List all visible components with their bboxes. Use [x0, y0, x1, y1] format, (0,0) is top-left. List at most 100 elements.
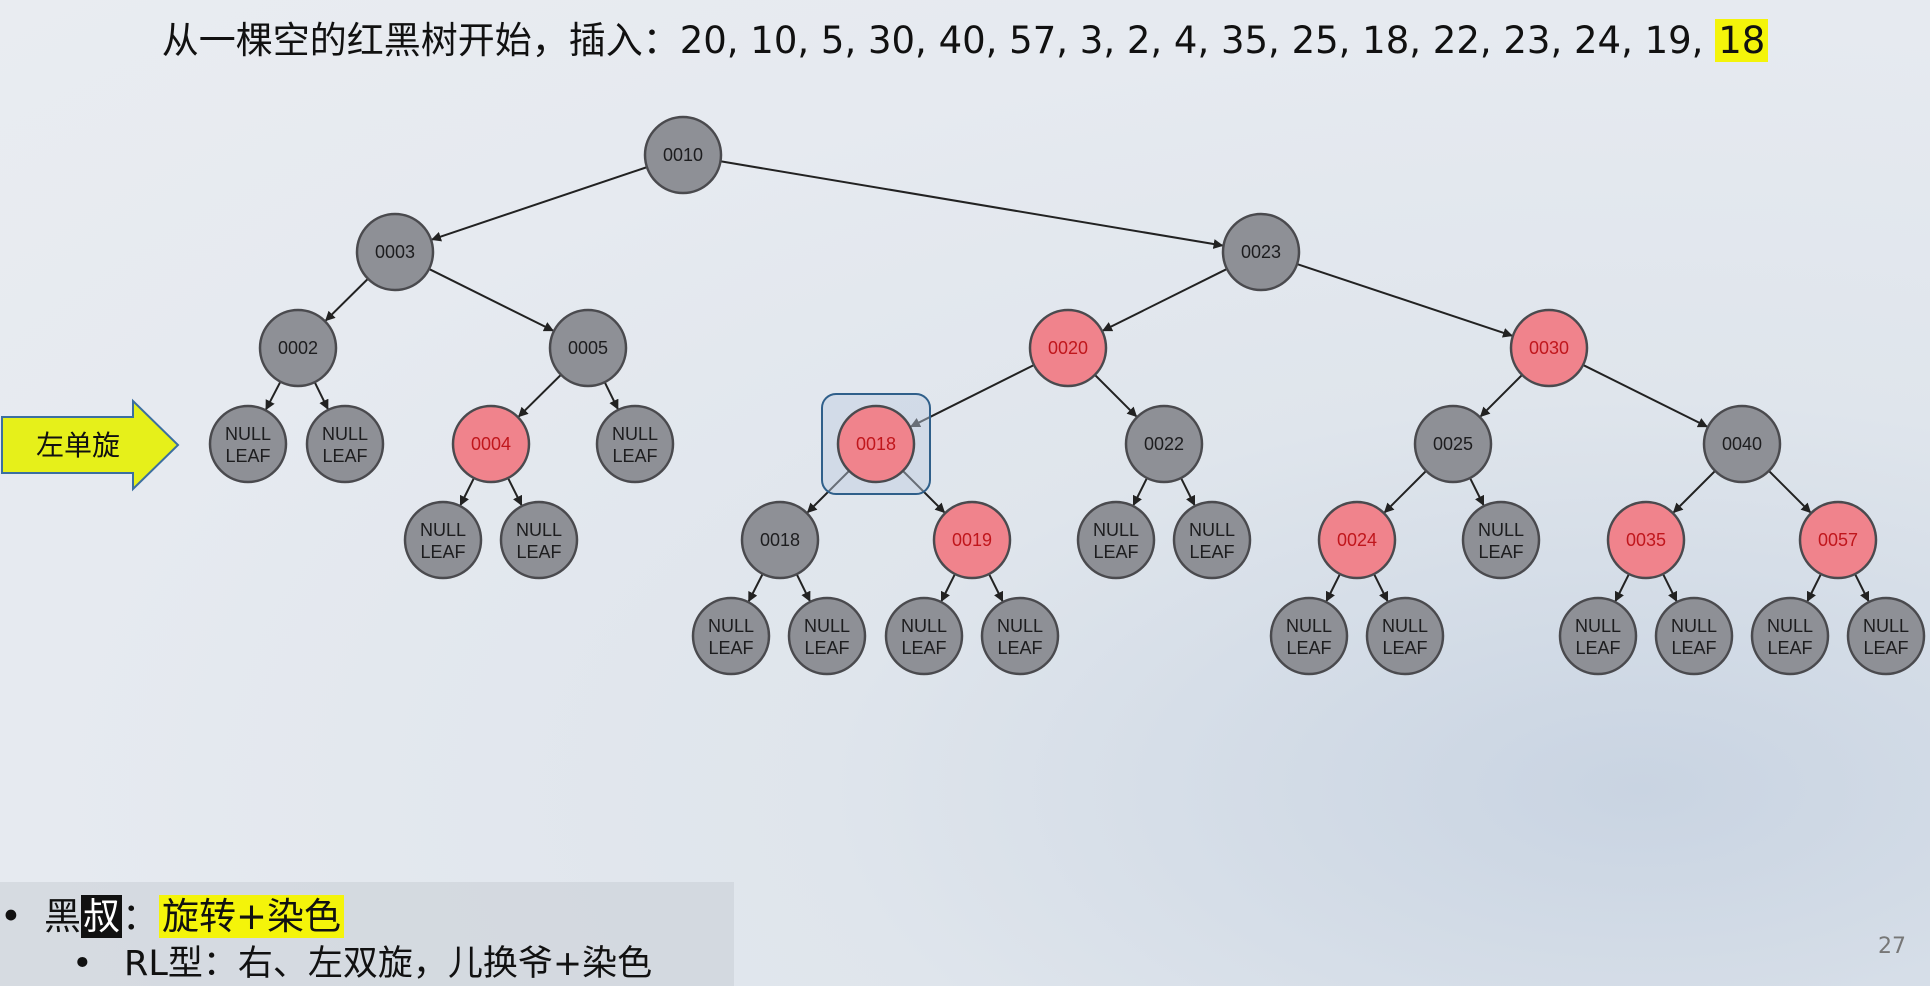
node-label: 0040 — [1722, 434, 1762, 454]
node-circle — [1702, 404, 1782, 484]
tree-node: 0057 — [1798, 500, 1878, 580]
node-label: 0010 — [663, 145, 703, 165]
leaf-circle — [1365, 596, 1445, 676]
node-label: 0057 — [1818, 530, 1858, 550]
leaf-circle — [1172, 500, 1252, 580]
leaf-label-top: NULL — [1767, 616, 1813, 636]
leaf-label-top: NULL — [1189, 520, 1235, 540]
leaf-label-bottom: LEAF — [804, 638, 849, 658]
leaf-circle — [1750, 596, 1830, 676]
summary-panel — [0, 882, 734, 986]
leaf-label-bottom: LEAF — [516, 542, 561, 562]
node-circle — [355, 212, 435, 292]
edge-n10-n23 — [720, 160, 1224, 249]
leaf-circle — [884, 596, 964, 676]
tree-node: 0020 — [1028, 308, 1108, 388]
node-circle — [1606, 500, 1686, 580]
leaf-label-bottom: LEAF — [1575, 638, 1620, 658]
bullet2-text: RL型：右、左双旋，儿换爷+染色 — [124, 944, 653, 984]
leaf-label-top: NULL — [1382, 616, 1428, 636]
slide-title: 从一棵空的红黑树开始，插入：20, 10, 5, 30, 40, 57, 3, … — [0, 10, 1930, 64]
edge-n5-n4 — [518, 374, 562, 418]
node-label: 0018 — [760, 530, 800, 550]
node-circle — [932, 500, 1012, 580]
edge-n40-n35 — [1672, 470, 1716, 514]
edge-n30-n40 — [1582, 364, 1708, 428]
leaf-label-bottom: LEAF — [420, 542, 465, 562]
node-circle — [548, 308, 628, 388]
leaf-label-bottom: LEAF — [1189, 542, 1234, 562]
node-circle — [643, 115, 723, 195]
node-label: 0003 — [375, 242, 415, 262]
node-label: 0024 — [1337, 530, 1377, 550]
edge-n10-n3 — [431, 166, 648, 242]
leaf-label-top: NULL — [1671, 616, 1717, 636]
tree-node: 0018 — [836, 404, 916, 484]
node-circle — [1413, 404, 1493, 484]
node-label: 0002 — [278, 338, 318, 358]
edge-n57-leaf — [1854, 573, 1870, 603]
node-label: 0004 — [471, 434, 511, 454]
edge-n22-leaf — [1132, 477, 1148, 507]
edge-n3-n2 — [325, 278, 369, 322]
leaf-label-bottom: LEAF — [997, 638, 1042, 658]
tree-node: 0030 — [1509, 308, 1589, 388]
node-label: 0018 — [856, 434, 896, 454]
edge-n18b-leaf — [747, 573, 764, 603]
node-circle — [1798, 500, 1878, 580]
tree-node: 0035 — [1606, 500, 1686, 580]
leaf-circle — [1846, 596, 1926, 676]
tree-node: 0023 — [1221, 212, 1301, 292]
node-label: 0019 — [952, 530, 992, 550]
node-circle — [1124, 404, 1204, 484]
tree-node: 0022 — [1124, 404, 1204, 484]
bullet-rl-case: •RL型：右、左双旋，儿换爷+染色 — [72, 944, 653, 984]
edge-n30-n25 — [1479, 374, 1523, 418]
node-circle — [451, 404, 531, 484]
tree-node: 0025 — [1413, 404, 1493, 484]
edge-n25-leaf — [1469, 477, 1485, 507]
edge-n18b-leaf — [795, 573, 811, 602]
edge-n19-leaf — [940, 573, 956, 603]
edge-n3-n5 — [428, 268, 554, 332]
tree-edges — [265, 160, 1870, 603]
tree-node: 0010 — [643, 115, 723, 195]
leaf-label-bottom: LEAF — [708, 638, 753, 658]
bullet1-colon: ： — [122, 895, 159, 938]
leaf-label-bottom: LEAF — [1863, 638, 1908, 658]
node-label: 0023 — [1241, 242, 1281, 262]
leaf-label-bottom: LEAF — [1093, 542, 1138, 562]
edge-n5-leaf — [603, 381, 619, 410]
rotation-arrow-shape — [1, 398, 180, 492]
rotation-arrow-label: 左单旋 — [36, 429, 120, 462]
leaf-circle — [208, 404, 288, 484]
tree-node: 0018 — [740, 500, 820, 580]
node-circle — [1221, 212, 1301, 292]
edge-n40-n57 — [1768, 470, 1812, 514]
node-circle — [740, 500, 820, 580]
leaf-circle — [1076, 500, 1156, 580]
node-label: 0030 — [1529, 338, 1569, 358]
node-label: 0025 — [1433, 434, 1473, 454]
edge-n4-leaf — [459, 477, 475, 507]
title-text: 从一棵空的红黑树开始，插入：20, 10, 5, 30, 40, 57, 3, … — [161, 19, 1716, 62]
leaf-label-bottom: LEAF — [901, 638, 946, 658]
bullet1-highlight: 旋转+染色 — [159, 895, 345, 938]
tree-node: 0040 — [1702, 404, 1782, 484]
leaf-circle — [787, 596, 867, 676]
leaf-label-top: NULL — [1863, 616, 1909, 636]
edge-n2-leaf — [265, 381, 282, 411]
edge-n20-n18a — [909, 364, 1035, 428]
leaf-label-bottom: LEAF — [1671, 638, 1716, 658]
edge-n35-leaf — [1662, 573, 1678, 603]
